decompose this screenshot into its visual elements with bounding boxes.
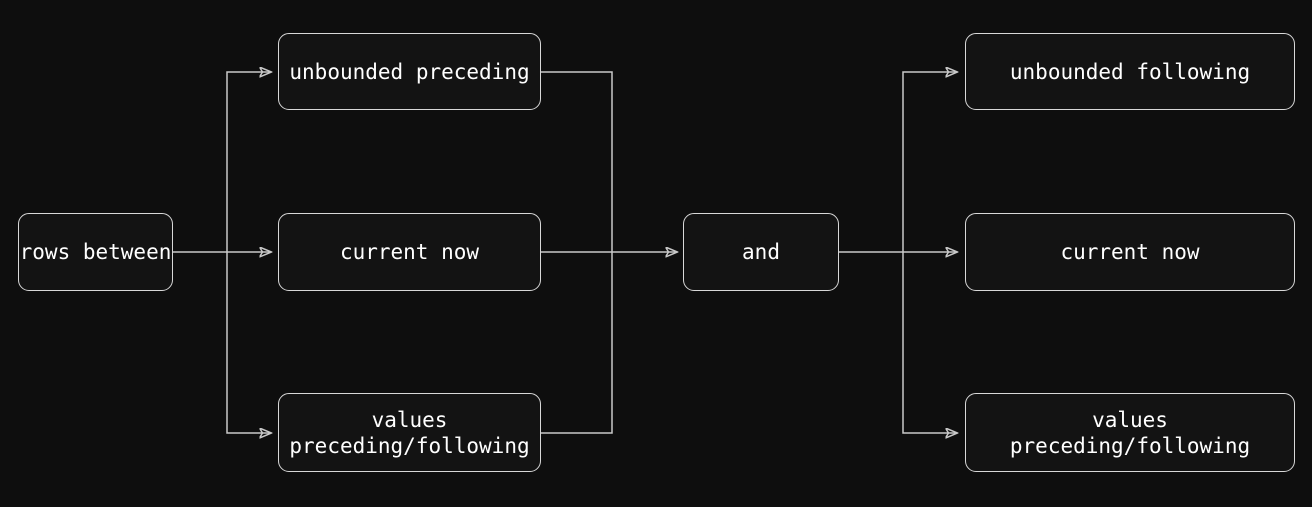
node-values-right-label: values preceding/following — [1009, 407, 1251, 458]
node-unbounded-preceding: unbounded preceding — [278, 33, 541, 110]
node-unbounded-following: unbounded following — [965, 33, 1295, 110]
node-rows-between: rows between — [18, 213, 173, 291]
node-values-left: values preceding/following — [278, 393, 541, 472]
node-current-now-right: current now — [965, 213, 1295, 291]
node-and: and — [683, 213, 839, 291]
node-rows-between-label: rows between — [19, 240, 172, 264]
node-unbounded-preceding-label: unbounded preceding — [289, 59, 530, 84]
node-values-left-label: values preceding/following — [289, 407, 530, 458]
edge-root-to-values — [226, 252, 271, 433]
node-current-now-right-label: current now — [1060, 240, 1200, 264]
edge-merge-rail — [541, 71, 613, 434]
edge-root-to-unbounded-preceding — [226, 72, 271, 252]
edge-and-to-unbounded-following — [902, 72, 957, 252]
edge-and-to-values — [902, 252, 957, 433]
node-current-now-left: current now — [278, 213, 541, 291]
node-current-now-left-label: current now — [339, 240, 480, 264]
node-values-right: values preceding/following — [965, 393, 1295, 472]
node-unbounded-following-label: unbounded following — [1009, 59, 1251, 84]
node-and-label: and — [742, 240, 780, 264]
